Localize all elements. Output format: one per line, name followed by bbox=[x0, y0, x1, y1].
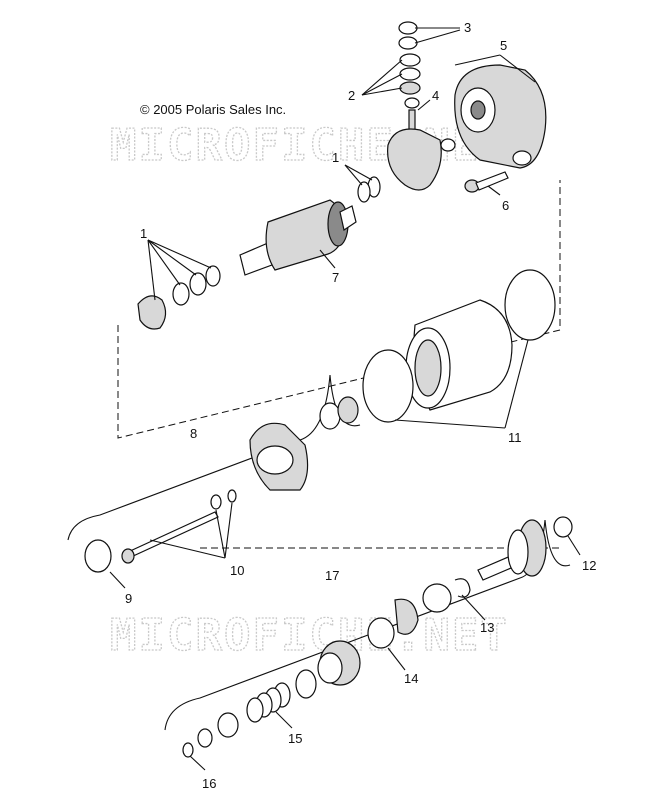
end-plate-small bbox=[137, 295, 167, 330]
callout-10: 10 bbox=[230, 563, 244, 578]
callout-6: 6 bbox=[502, 198, 509, 213]
callout-16: 16 bbox=[202, 776, 216, 791]
callout-14: 14 bbox=[404, 671, 418, 686]
washer-lower-b bbox=[189, 272, 207, 296]
callout-15: 15 bbox=[288, 731, 302, 746]
callout-9: 9 bbox=[125, 591, 132, 606]
clip-16 bbox=[182, 742, 194, 758]
washer-12 bbox=[553, 516, 573, 538]
o-ring-right bbox=[504, 269, 556, 341]
leader-lines bbox=[109, 27, 581, 771]
callout-11: 11 bbox=[508, 430, 522, 445]
end-housing bbox=[440, 64, 547, 169]
callout-7: 7 bbox=[332, 270, 339, 285]
callout-8: 8 bbox=[190, 426, 197, 441]
bolt-6 bbox=[464, 171, 509, 193]
armature bbox=[239, 199, 357, 276]
spring-15 bbox=[246, 682, 291, 723]
callout-1-lower: 1 bbox=[140, 226, 147, 241]
o-ring-14 bbox=[367, 617, 395, 649]
dashed-guide-top bbox=[117, 180, 561, 439]
o-ring-left bbox=[362, 349, 414, 423]
field-housing bbox=[405, 299, 513, 411]
nut-washer-stack bbox=[398, 21, 421, 133]
callout-13: 13 bbox=[480, 620, 494, 635]
callout-5: 5 bbox=[500, 38, 507, 53]
washer-upper-b bbox=[357, 181, 371, 203]
clip-13 bbox=[454, 578, 471, 598]
clutch-plate bbox=[394, 598, 419, 635]
stop-washer bbox=[422, 583, 452, 613]
watermark-bottom: MICROFICHE.NET bbox=[110, 610, 509, 661]
pinion-clutch bbox=[317, 640, 361, 686]
callout-17: 17 bbox=[325, 568, 339, 583]
collar bbox=[217, 712, 239, 738]
washer-lower-a bbox=[205, 265, 221, 287]
copyright-notice: © 2005 Polaris Sales Inc. bbox=[140, 102, 287, 117]
pinion-shaft bbox=[477, 519, 547, 581]
callout-3: 3 bbox=[464, 20, 471, 35]
callout-1-upper: 1 bbox=[332, 150, 339, 165]
washer-lower-small bbox=[197, 728, 213, 748]
through-bolt bbox=[121, 489, 237, 564]
callout-4: 4 bbox=[432, 88, 439, 103]
clip-ring bbox=[84, 539, 112, 573]
brush-plate bbox=[387, 128, 442, 191]
callout-12: 12 bbox=[582, 558, 596, 573]
washer-lower-c bbox=[172, 282, 190, 306]
drive-housing bbox=[249, 396, 359, 491]
sleeve bbox=[295, 669, 317, 699]
callout-2: 2 bbox=[348, 88, 355, 103]
